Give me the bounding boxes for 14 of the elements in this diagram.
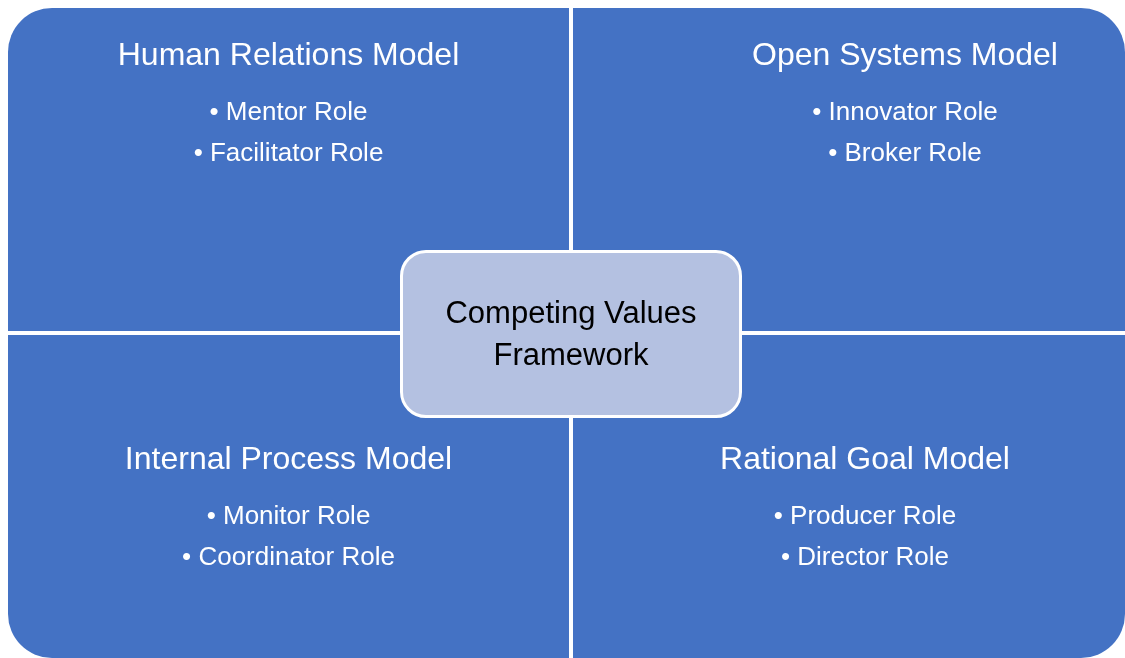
role-list-item: • Facilitator Role xyxy=(192,136,385,169)
role-list-item: • Innovator Role xyxy=(811,95,999,128)
role-list-item: • Coordinator Role xyxy=(181,540,396,573)
quadrant-heading: Rational Goal Model xyxy=(719,440,1011,477)
role-list-item: • Broker Role xyxy=(827,136,983,169)
quadrant-heading: Human Relations Model xyxy=(116,36,461,73)
center-box xyxy=(400,250,742,418)
role-list-item: • Mentor Role xyxy=(208,95,369,128)
quadrant-heading: Open Systems Model xyxy=(751,36,1059,73)
center-title: Competing Values Framework xyxy=(444,294,698,374)
role-list-item: • Monitor Role xyxy=(205,499,372,532)
role-list-item: • Producer Role xyxy=(772,499,958,532)
role-list-item: • Director Role xyxy=(779,540,950,573)
quadrant-heading: Internal Process Model xyxy=(123,440,454,477)
